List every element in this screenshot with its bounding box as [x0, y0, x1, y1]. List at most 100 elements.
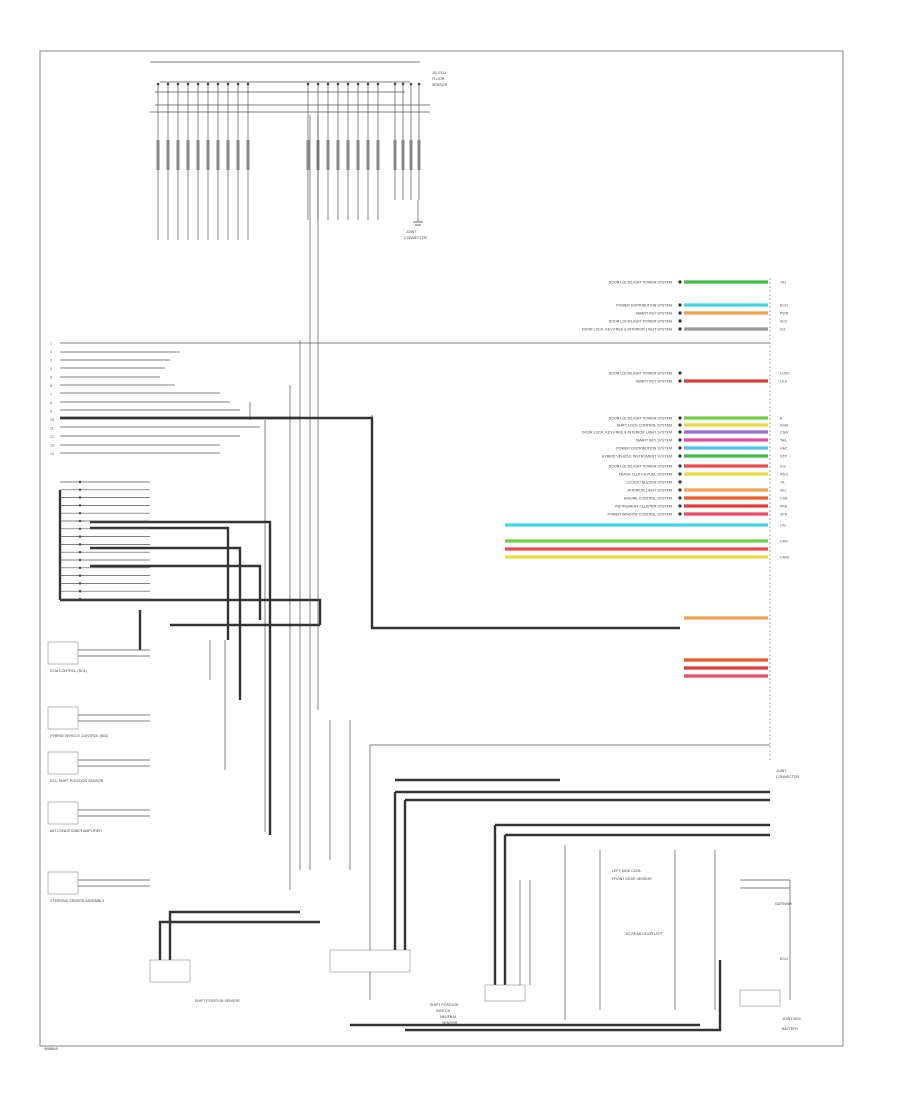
right-system-dot — [678, 416, 682, 420]
left-pin-number: 9 — [50, 409, 52, 413]
right-system-label: CLOCK / BUZZER SYSTEM — [626, 480, 672, 484]
right-system-dot — [678, 371, 682, 375]
splice-dot — [376, 82, 380, 86]
right-pin-label: SPD — [780, 512, 788, 516]
left-pin-number: 5 — [50, 375, 52, 379]
left-block-dot — [78, 512, 82, 515]
right-pin-label: HAZ — [780, 446, 788, 450]
right-pin-labels: TIHECHPWRACCIG1LOCKULKBESWCSWTAILHAZSTPI… — [780, 280, 790, 559]
diagram-frame — [39, 50, 844, 1047]
wire-connector — [376, 140, 380, 170]
right-system-dot — [678, 464, 682, 468]
splice-dot — [393, 82, 397, 86]
sensor-label-1: SHIFT POSITION SENSOR — [195, 999, 240, 1003]
left-pin-number: 12 — [50, 435, 54, 439]
diagram-code: W9889A — [44, 1047, 58, 1051]
right-pin-label: IG1 — [780, 327, 786, 331]
splice-dot — [166, 82, 170, 86]
bottom-module-label-4: SENSOR — [442, 1021, 458, 1025]
left-pin-number: 3 — [50, 358, 52, 362]
right-system-label: SHIFT LOCK CONTROL SYSTEM — [617, 423, 672, 427]
splice-dot — [306, 82, 310, 86]
right-system-label: SMART KEY SYSTEM — [636, 438, 672, 442]
ground-label-1: JOINT — [406, 230, 417, 234]
wire-connector — [156, 140, 160, 170]
left-block-dot — [78, 551, 82, 554]
right-system-label: DOOR LOCK/LIGHT POWER SYSTEM — [609, 280, 672, 284]
left-block-dot — [78, 558, 82, 562]
sensor-label-2: LEFT SIDE COOL — [612, 869, 641, 873]
left-pin-number: 14 — [50, 452, 54, 456]
left-block-dot — [78, 574, 82, 577]
right-pin-label: ECH — [780, 303, 788, 307]
left-pin-number: 11 — [50, 426, 54, 430]
wire-connector — [393, 140, 397, 170]
left-module-box — [47, 871, 79, 895]
wire-connector — [409, 140, 413, 170]
left-modules: ECM CONTROL (BO1)HYBRID VEHICLE CONTROL … — [47, 641, 150, 903]
right-connector-label-2: CONNECTOR — [776, 775, 799, 779]
right-pin-label: PWR — [780, 311, 789, 315]
right-pin-label: LIN — [780, 523, 786, 527]
left-block-dot — [78, 488, 82, 491]
right-system-label: POWER WINDOW CONTROL SYSTEM — [607, 512, 672, 516]
left-block-dot — [78, 504, 82, 507]
left-pin-number: 2 — [50, 350, 52, 354]
splice-dot — [316, 82, 320, 86]
wire-connector — [401, 140, 405, 170]
left-block-dot — [78, 496, 82, 499]
right-system-dot — [678, 319, 682, 323]
wire-connector — [206, 140, 210, 170]
splice-dot — [226, 82, 230, 86]
right-system-label: INTERIOR LIGHT SYSTEM — [628, 488, 672, 492]
right-system-label: DOOR LOCK/LIGHT POWER SYSTEM — [609, 464, 672, 468]
right-pin-label: CSW — [780, 430, 789, 434]
left-pin-number: 8 — [50, 401, 52, 405]
right-pin-label: IG2 — [780, 464, 786, 468]
right-connector-label-1: JOINT — [776, 769, 787, 773]
wire-connector — [176, 140, 180, 170]
right-pin-label: TIL — [780, 480, 785, 484]
wire-connector — [326, 140, 330, 170]
wire-connector — [336, 140, 340, 170]
right-system-label: DOOR LOCK, KEY FREE & INTERIOR LIGHT SYS… — [582, 430, 672, 434]
splice-dot — [236, 82, 240, 86]
right-system-dot — [678, 496, 682, 500]
right-pin-label: RDG — [780, 472, 788, 476]
ecu-label-3: SENSOR — [432, 83, 448, 87]
right-system-dot — [678, 488, 682, 492]
lower-right-label-1: GATEWAY — [775, 902, 793, 906]
splice-dot — [156, 82, 160, 86]
right-system-dot — [678, 311, 682, 315]
splice-dot — [186, 82, 190, 86]
right-pin-label: PKB — [780, 504, 788, 508]
left-module-label: ECM CONTROL (BO1) — [50, 669, 87, 673]
left-module-box — [47, 641, 79, 665]
left-block-dot — [78, 543, 82, 546]
right-pin-label: ACC — [780, 319, 788, 323]
right-system-dot — [678, 472, 682, 476]
right-system-labels: DOOR LOCK/LIGHT POWER SYSTEM POWER DISTRI… — [582, 280, 682, 516]
sensor-label-3: FRONT GEAR SENSOR — [612, 877, 652, 881]
right-pin-label: CSR — [780, 496, 788, 500]
right-system-dot — [678, 327, 682, 331]
bottom-module-label-3: NEUTRAL — [440, 1015, 457, 1019]
sensor-label-4: J/C REAR DOOR LEFT — [625, 932, 664, 936]
wire-connector — [306, 140, 310, 170]
lower-right-label-2: ECU — [780, 957, 788, 961]
right-pin-label: ESW — [780, 423, 789, 427]
lower-right-wires — [519, 845, 791, 1020]
right-system-label: TRACK CLUTCH FUEL SYSTEM — [618, 472, 672, 476]
right-pin-label: CANL — [780, 555, 790, 559]
right-colored-wires — [505, 280, 768, 678]
left-module-label: AIR CONDITIONER AMPLIFIER — [50, 829, 102, 833]
right-system-dot — [678, 303, 682, 307]
left-module-box — [47, 751, 79, 775]
splice-dot — [216, 82, 220, 86]
right-pin-label: TAIL — [780, 438, 787, 442]
right-system-label: POWER DISTRIBUTION SYSTEM — [616, 446, 672, 450]
splice-dot — [409, 82, 413, 86]
left-pin-number: 6 — [50, 384, 52, 388]
lower-right-thick — [158, 778, 770, 1032]
